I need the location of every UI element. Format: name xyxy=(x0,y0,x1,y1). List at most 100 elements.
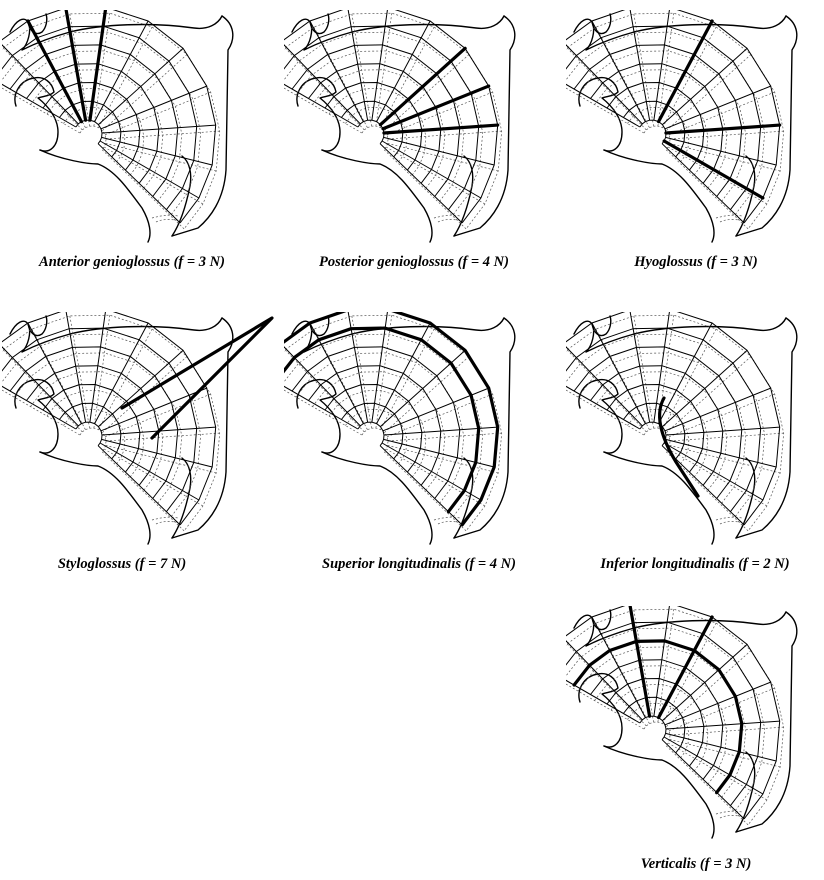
mesh-arc xyxy=(578,51,746,203)
active-muscle-fibers xyxy=(660,398,698,496)
panel-superior-longitudinalis: Superior longitudinalis (f = 4 N) xyxy=(284,312,524,582)
mesh-spoke xyxy=(106,131,220,139)
panel-verticalis: Verticalis (f = 3 N) xyxy=(566,606,806,876)
mesh-spoke xyxy=(380,446,462,525)
mesh-arc xyxy=(341,101,403,157)
caption-hyoglossus: Hyoglossus (f = 3 N) xyxy=(556,254,824,271)
mesh-spoke xyxy=(666,150,748,229)
mesh-spoke xyxy=(669,394,775,437)
lower-lip-jaw-outline xyxy=(297,380,340,453)
palate-tooth-outline xyxy=(592,610,611,630)
mesh-arc xyxy=(591,366,723,486)
mesh-arc xyxy=(313,372,445,492)
mesh-arc xyxy=(591,64,723,184)
tongue-diagram-anterior-genioglossus xyxy=(2,10,242,250)
muscle-fiber xyxy=(659,617,713,718)
panel-posterior-genioglossus: Posterior genioglossus (f = 4 N) xyxy=(284,10,524,280)
mesh-arc xyxy=(574,347,742,499)
mesh-arc xyxy=(27,64,159,184)
mesh-arc xyxy=(2,10,216,223)
mesh-arc xyxy=(63,409,125,465)
lower-lip-jaw-outline xyxy=(579,674,622,747)
mesh-spoke xyxy=(567,350,646,432)
mesh-arc xyxy=(358,422,384,446)
caption-styloglossus: Styloglossus (f = 7 N) xyxy=(0,556,262,573)
muscle-fiber xyxy=(659,21,713,122)
caption-posterior-genioglossus: Posterior genioglossus (f = 4 N) xyxy=(274,254,554,271)
mesh-spoke xyxy=(567,644,646,726)
tongue-diagram-inferior-longitudinalis xyxy=(566,312,806,552)
mesh-arc xyxy=(76,422,102,446)
mesh-spoke xyxy=(3,350,82,432)
mesh-arc xyxy=(10,45,178,197)
mesh-spoke xyxy=(384,150,466,229)
mesh-spoke xyxy=(670,727,784,735)
mesh-arc xyxy=(47,89,144,177)
panel-anterior-genioglossus: Anterior genioglossus (f = 3 N) xyxy=(2,10,242,280)
mesh-arc xyxy=(627,703,689,759)
mesh-arc xyxy=(566,312,780,525)
deformed-tongue-mesh xyxy=(2,10,216,223)
mesh-spoke xyxy=(662,144,744,223)
mesh-arc xyxy=(63,107,125,163)
mesh-spoke xyxy=(98,144,180,223)
mesh-spoke xyxy=(98,446,180,525)
mesh-arc xyxy=(623,403,685,459)
mesh-spoke xyxy=(106,433,220,441)
mesh-spoke xyxy=(285,48,364,130)
mesh-arc xyxy=(296,353,464,505)
mesh-arc xyxy=(10,347,178,499)
mesh-arc xyxy=(345,107,407,163)
mesh-arc xyxy=(309,366,441,486)
muscle-fiber xyxy=(122,318,272,438)
mesh-spoke xyxy=(662,740,744,819)
mesh-spoke xyxy=(3,48,82,130)
mesh-spoke xyxy=(670,433,784,441)
muscle-fiber xyxy=(284,312,498,525)
lower-lip-jaw-outline xyxy=(579,380,622,453)
panel-inferior-longitudinalis: Inferior longitudinalis (f = 2 N) xyxy=(566,312,806,582)
mesh-arc xyxy=(623,697,685,753)
mesh-spoke xyxy=(377,21,431,122)
lower-lip-jaw-outline xyxy=(15,78,58,151)
deformed-tongue-mesh xyxy=(284,312,498,525)
active-muscle-fibers xyxy=(284,312,498,525)
mesh-arc xyxy=(566,606,780,819)
mesh-arc xyxy=(2,312,216,525)
mesh-arc xyxy=(611,685,708,773)
mesh-arc xyxy=(627,107,689,163)
mesh-arc xyxy=(345,409,407,465)
mesh-arc xyxy=(292,347,460,499)
mesh-spoke xyxy=(105,92,211,135)
caption-anterior-genioglossus: Anterior genioglossus (f = 3 N) xyxy=(0,254,272,271)
mesh-arc xyxy=(14,353,182,505)
mesh-arc xyxy=(76,120,102,144)
mesh-arc xyxy=(284,312,498,525)
palate-tooth-outline xyxy=(310,14,329,34)
mesh-spoke xyxy=(285,350,364,432)
mesh-arc xyxy=(31,70,163,190)
tongue-diagram-posterior-genioglossus xyxy=(284,10,524,250)
caption-inferior-longitudinalis: Inferior longitudinalis (f = 2 N) xyxy=(566,556,824,573)
deformed-tongue-mesh xyxy=(2,312,216,525)
mesh-arc xyxy=(595,666,727,786)
mesh-spoke xyxy=(384,452,466,531)
mesh-arc xyxy=(591,660,723,780)
panel-hyoglossus: Hyoglossus (f = 3 N) xyxy=(566,10,806,280)
caption-superior-longitudinalis: Superior longitudinalis (f = 4 N) xyxy=(279,556,559,573)
muscle-fiber xyxy=(660,398,698,496)
mesh-arc xyxy=(31,372,163,492)
tongue-diagram-hyoglossus xyxy=(566,10,806,250)
palate-tooth-outline xyxy=(592,316,611,336)
tongue-diagram-verticalis xyxy=(566,606,806,846)
mesh-spoke xyxy=(380,144,462,223)
tongue-diagram-styloglossus xyxy=(2,312,277,552)
mesh-arc xyxy=(329,391,426,479)
mesh-arc xyxy=(341,403,403,459)
tongue-diagram-superior-longitudinalis xyxy=(284,312,524,552)
panel-styloglossus: Styloglossus (f = 7 N) xyxy=(2,312,242,582)
mesh-arc xyxy=(640,716,666,740)
mesh-spoke xyxy=(102,452,184,531)
mesh-arc xyxy=(309,64,441,184)
